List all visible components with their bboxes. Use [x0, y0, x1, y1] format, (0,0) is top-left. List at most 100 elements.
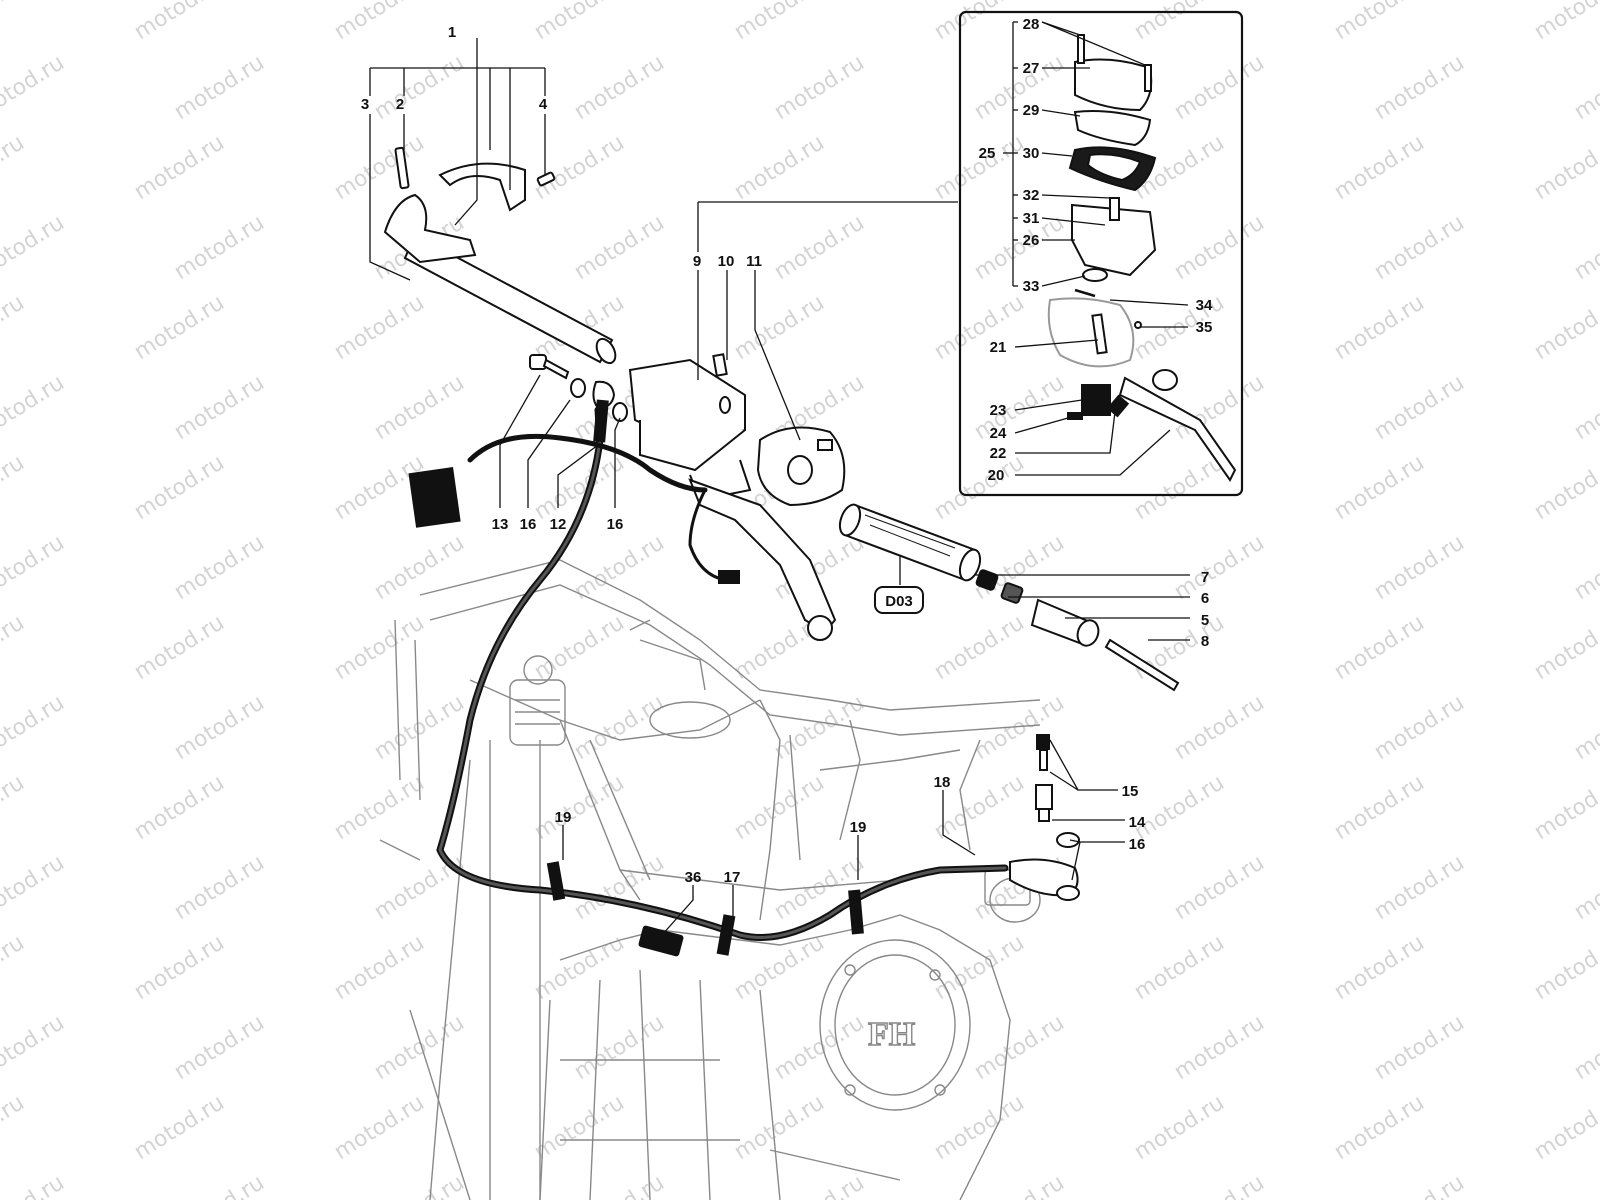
figure-reference-text: D03	[885, 593, 913, 610]
watermark-text: motod.ru	[970, 210, 1069, 285]
watermark-text: motod.ru	[370, 370, 469, 445]
watermark-text: motod.ru	[1370, 1170, 1469, 1200]
watermark-text: motod.ru	[0, 210, 69, 285]
callout-33: 33	[1023, 278, 1040, 295]
watermark-text: motod.ru	[930, 450, 1029, 525]
watermark-text: motod.ru	[930, 930, 1029, 1005]
watermark-text: motod.ru	[1170, 530, 1269, 605]
callout-15: 15	[1122, 783, 1139, 800]
watermark-text: motod.ru	[970, 1170, 1069, 1200]
watermark-text: motod.ru	[1170, 50, 1269, 125]
callout-6: 6	[1201, 590, 1209, 607]
callout-4: 4	[539, 96, 548, 113]
watermark-text: motod.ru	[930, 610, 1029, 685]
svg-text:FH: FH	[868, 1016, 915, 1053]
callout-1: 1	[448, 24, 456, 41]
watermark-text: motod.ru	[1530, 130, 1600, 205]
watermark-text: motod.ru	[170, 50, 269, 125]
watermark-text: motod.ru	[130, 610, 229, 685]
watermark-text: motod.ru	[970, 370, 1069, 445]
watermark-text: motod.ru	[730, 130, 829, 205]
callout-16: 16	[607, 516, 624, 533]
watermark-text: motod.ru	[1530, 1090, 1600, 1165]
switch-connector-icon	[718, 570, 740, 584]
watermark-text: motod.ru	[0, 450, 29, 525]
callout-5: 5	[1201, 612, 1209, 629]
watermark-text: motod.ru	[1130, 1090, 1229, 1165]
watermark-text: motod.ru	[0, 1170, 69, 1200]
callout-21: 21	[990, 339, 1007, 356]
watermark-text: motod.ru	[1170, 210, 1269, 285]
watermark-text: motod.ru	[1530, 610, 1600, 685]
watermark-text: motod.ru	[730, 0, 829, 45]
watermark-text: motod.ru	[0, 850, 69, 925]
watermark-text: motod.ru	[170, 850, 269, 925]
watermark-text: motod.ru	[0, 0, 29, 45]
watermark-text: motod.ru	[770, 210, 869, 285]
watermark-text: motod.ru	[130, 930, 229, 1005]
watermark-text: motod.ru	[370, 850, 469, 925]
bar-end-weight-icon	[975, 569, 1180, 692]
watermark-text: motod.ru	[370, 50, 469, 125]
watermark-text: motod.ru	[1130, 770, 1229, 845]
watermark-text: motod.ru	[130, 770, 229, 845]
callout-27: 27	[1023, 60, 1040, 77]
watermark-text: motod.ru	[0, 770, 29, 845]
watermark-text: motod.ru	[0, 1010, 69, 1085]
watermark-text: motod.ru	[730, 930, 829, 1005]
watermark-text: motod.ru	[770, 50, 869, 125]
watermark-text: motod.ru	[170, 370, 269, 445]
watermark-text: motod.ru	[1570, 50, 1600, 125]
watermark-text: motod.ru	[970, 1010, 1069, 1085]
watermark-text: motod.ru	[930, 290, 1029, 365]
watermark-text: motod.ru	[1330, 450, 1429, 525]
watermark-text: motod.ru	[0, 370, 69, 445]
leader-lines	[369, 21, 1190, 936]
switch-housing-icon	[756, 426, 846, 507]
watermark-text: motod.ru	[1370, 530, 1469, 605]
watermark-text: motod.ru	[330, 930, 429, 1005]
callout-30: 30	[1023, 145, 1040, 162]
watermark-text: motod.ru	[1330, 290, 1429, 365]
watermark-text: motod.ru	[1370, 1010, 1469, 1085]
watermark-text: motod.ru	[1130, 450, 1229, 525]
watermark-text: motod.ru	[1330, 0, 1429, 45]
watermark-text: motod.ru	[1130, 930, 1229, 1005]
callout-20: 20	[988, 467, 1005, 484]
callout-3: 3	[361, 96, 369, 113]
watermark-text: motod.ru	[1170, 370, 1269, 445]
watermark-text: motod.ru	[370, 1010, 469, 1085]
watermark-text: motod.ru	[530, 610, 629, 685]
watermark-text: motod.ru	[570, 1010, 669, 1085]
watermark-text: motod.ru	[530, 0, 629, 45]
watermark-text: motod.ru	[1530, 930, 1600, 1005]
watermark-text: motod.ru	[0, 610, 29, 685]
callout-25: 25	[979, 145, 996, 162]
callout-13: 13	[492, 516, 509, 533]
detail-inset-box	[958, 10, 1244, 497]
callout-29: 29	[1023, 102, 1040, 119]
watermark-text: motod.ru	[1330, 130, 1429, 205]
watermark-text: motod.ru	[0, 290, 29, 365]
callout-16: 16	[1129, 836, 1146, 853]
callout-35: 35	[1196, 319, 1213, 336]
callout-31: 31	[1023, 210, 1040, 227]
watermark-text: motod.ru	[570, 530, 669, 605]
watermark-text: motod.ru	[530, 770, 629, 845]
watermark-text: motod.ru	[570, 50, 669, 125]
watermark-text: motod.ru	[1530, 770, 1600, 845]
clutch-hose-icon	[436, 406, 1009, 941]
callout-16: 16	[520, 516, 537, 533]
callout-14: 14	[1129, 814, 1146, 831]
watermark-text: motod.ru	[730, 770, 829, 845]
clutch-lever-icon	[688, 478, 837, 641]
callout-28: 28	[1023, 16, 1040, 33]
watermark-text: motod.ru	[1130, 610, 1229, 685]
watermark-text: motod.ru	[0, 130, 29, 205]
watermark-text: motod.ru	[1370, 210, 1469, 285]
watermark-text: motod.ru	[1170, 1170, 1269, 1200]
watermark-text: motod.ru	[570, 850, 669, 925]
watermark-text: motod.ru	[130, 290, 229, 365]
